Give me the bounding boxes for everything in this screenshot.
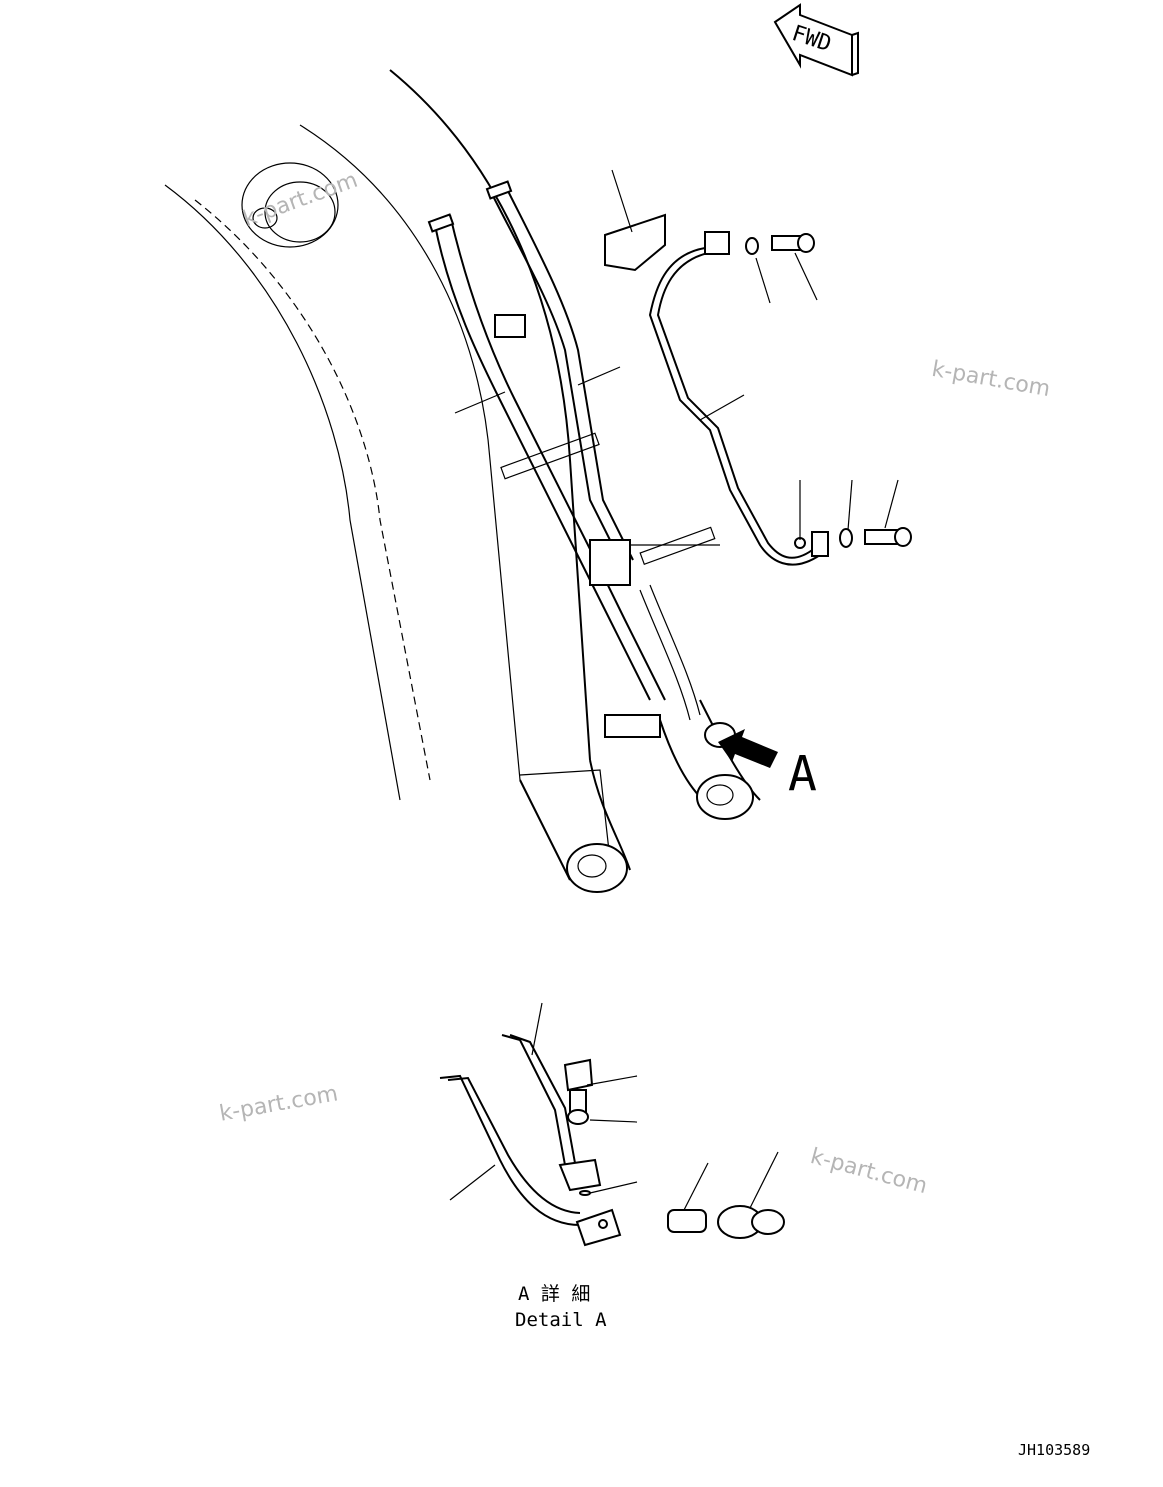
watermark: k-part.com — [240, 168, 361, 232]
view-arrow-a: A — [718, 729, 817, 802]
grease-pipe-upper — [604, 213, 912, 566]
main-pipe-assembly — [427, 180, 736, 748]
watermark: k-part.com — [218, 1081, 340, 1126]
detail-a-drawing — [439, 1002, 785, 1247]
watermark: k-part.com — [808, 1144, 930, 1199]
fwd-arrow: FWD — [773, 3, 859, 77]
detail-title-en: Detail A — [515, 1309, 607, 1331]
detail-title-jp: A 詳 細 — [518, 1283, 590, 1305]
view-label-a: A — [788, 746, 817, 802]
boom-outline — [164, 69, 761, 893]
callout-leaders — [454, 169, 899, 540]
drawing-number: JH103589 — [1018, 1441, 1090, 1459]
watermark: k-part.com — [930, 357, 1052, 402]
